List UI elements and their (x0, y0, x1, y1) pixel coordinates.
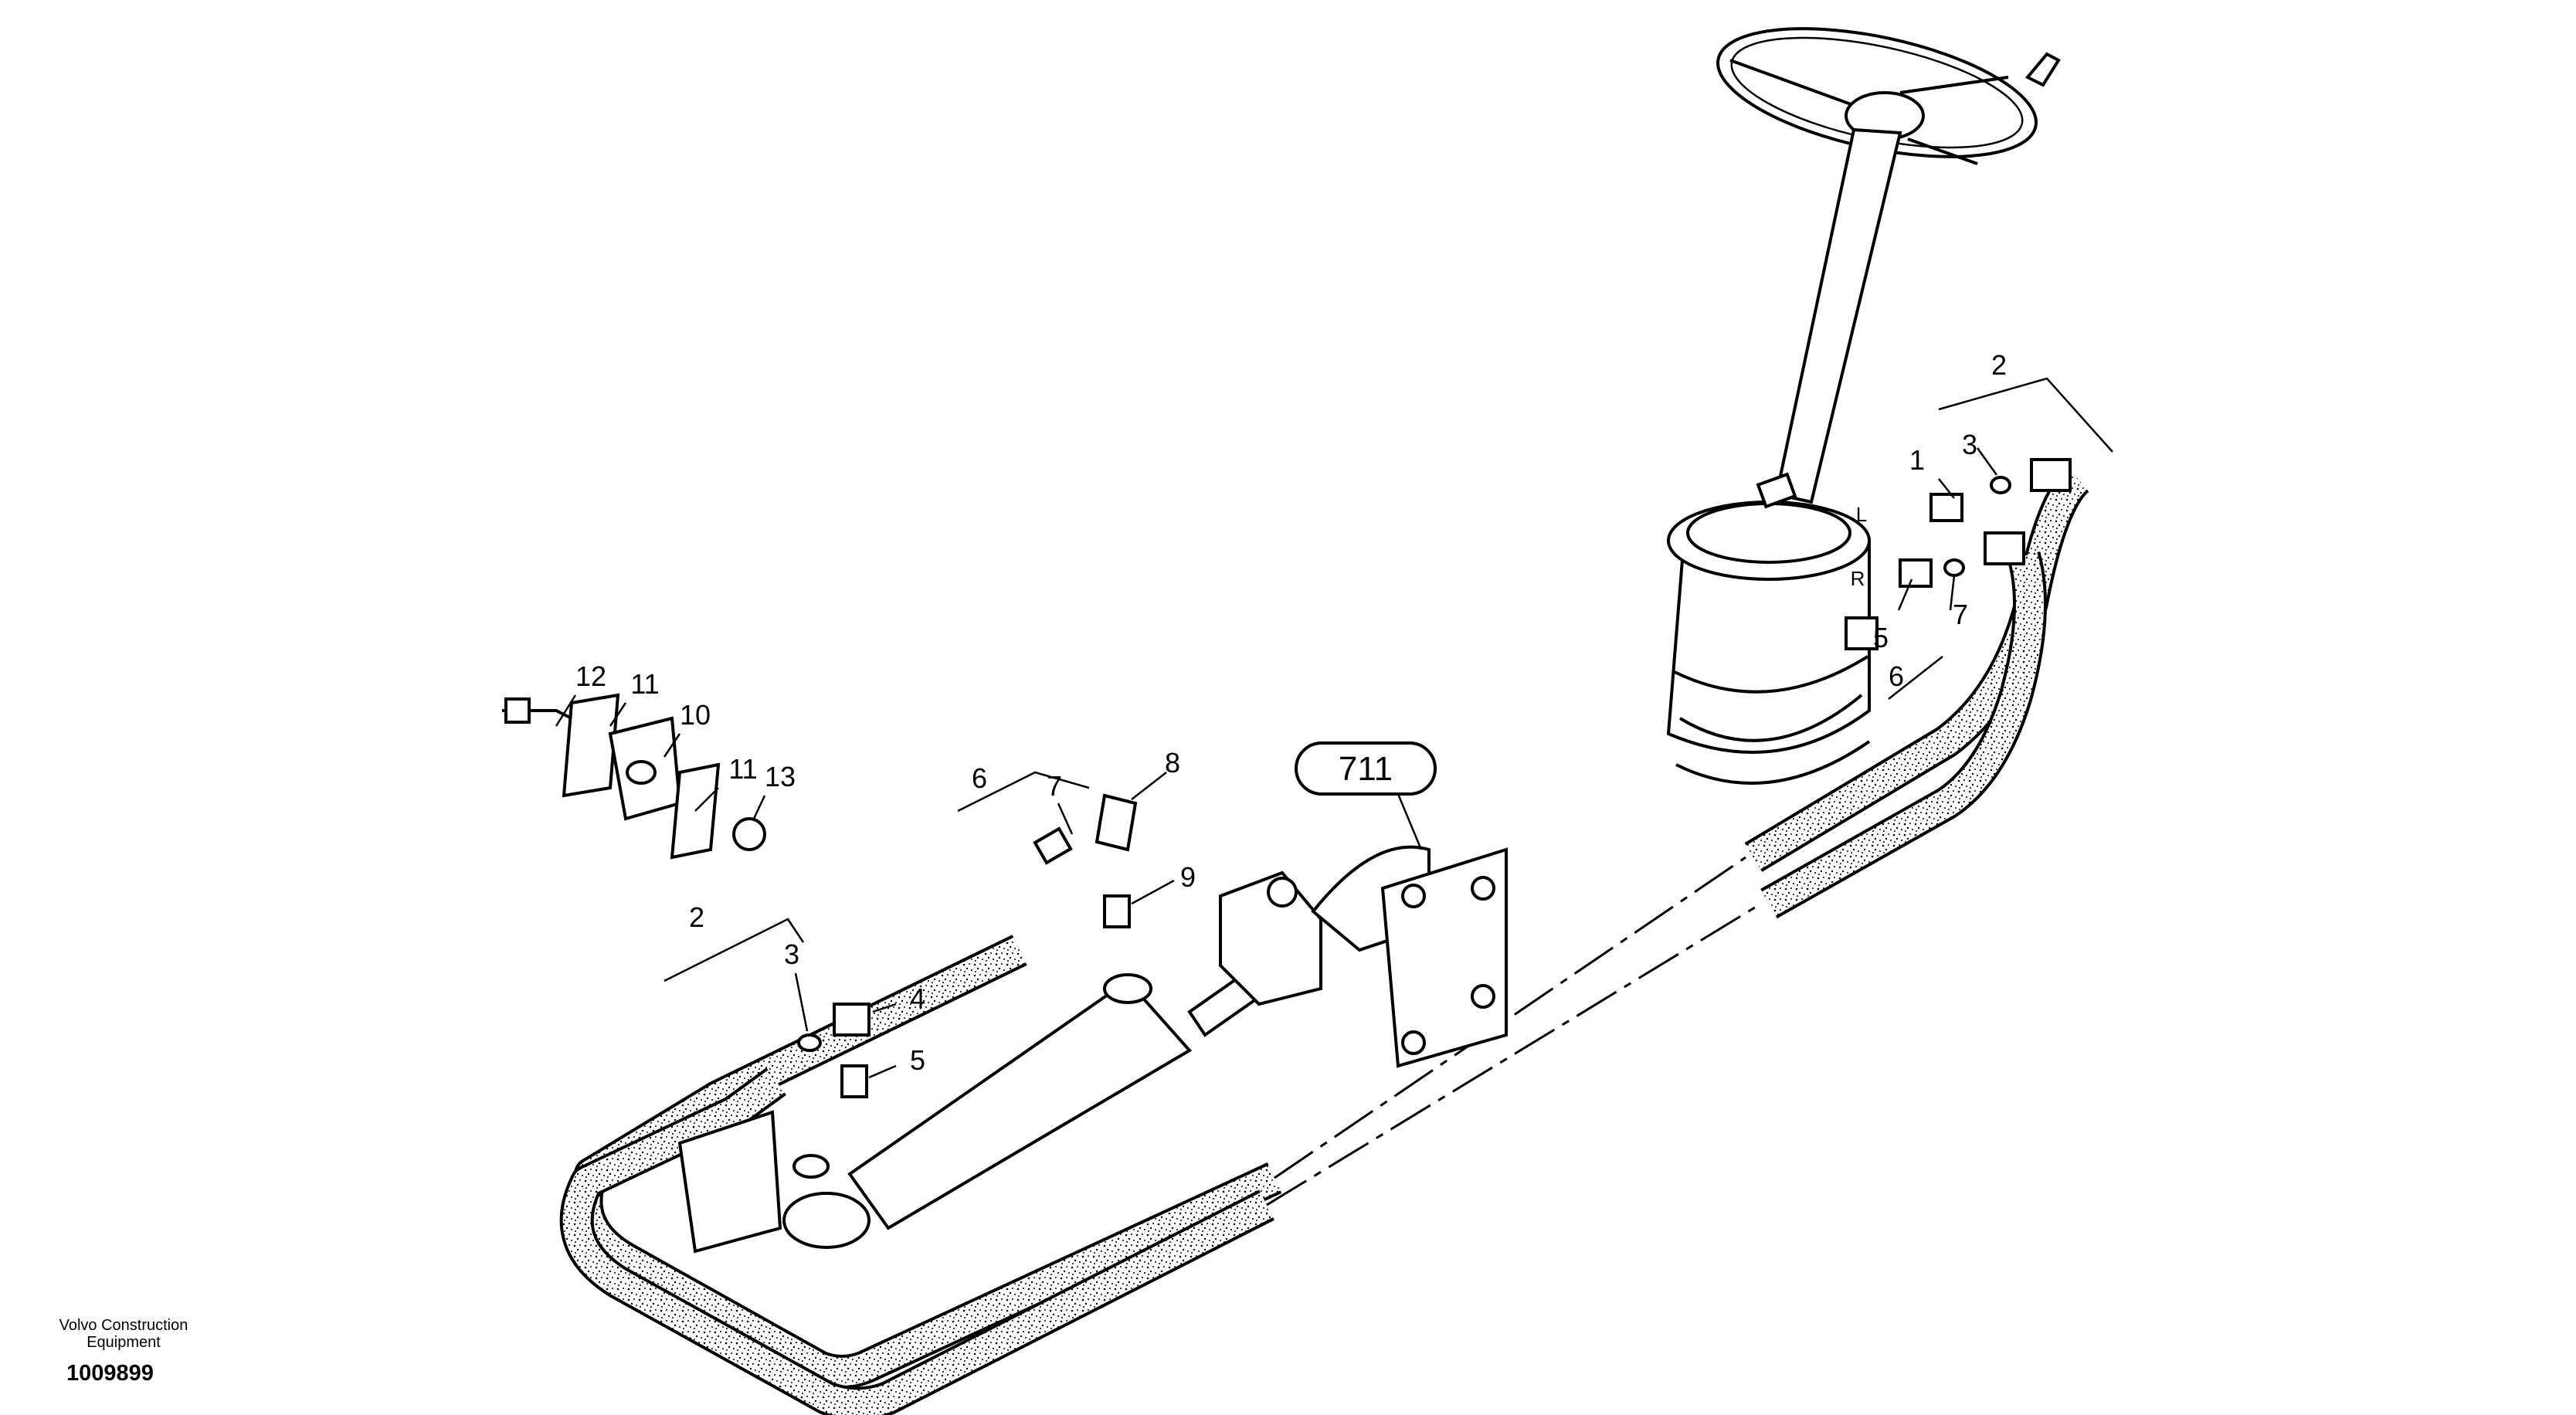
hose-break-line (1274, 856, 1746, 1179)
reference-box[interactable] (1295, 741, 1437, 796)
leader-lines (555, 377, 2113, 1079)
item-label: 5 (1873, 622, 1889, 653)
item-label: 12 (575, 660, 606, 692)
item-label: 7 (1047, 770, 1062, 802)
hose-right-lower (1760, 551, 2047, 919)
item-label: 3 (784, 938, 799, 970)
steering-cylinder-icon (677, 955, 1285, 1254)
leader-line (1397, 793, 1423, 850)
brand-line-2: Equipment (87, 1334, 161, 1351)
item-label: 6 (1889, 660, 1904, 692)
brand-credit: Volvo Construction Equipment (46, 1317, 201, 1351)
item-label: 11 (728, 753, 757, 785)
fitting-icon (797, 458, 2072, 1098)
steering-column-icon (1774, 127, 1902, 504)
hose-break-line (1266, 902, 1762, 1206)
item-label: 8 (1165, 747, 1180, 779)
item-label: 9 (1180, 861, 1196, 893)
hose-inner (559, 1067, 1274, 1415)
item-label: 1 (1909, 444, 1925, 476)
item-label: 7 (1953, 599, 1968, 630)
brand-line-1: Volvo Construction (59, 1317, 188, 1334)
item-label: 13 (765, 761, 796, 792)
item-label: 10 (680, 699, 711, 731)
item-label: 2 (689, 901, 704, 933)
hose-clamp-kit-icon (502, 693, 766, 860)
item-label: 6 (972, 762, 987, 794)
drawing-number: 1009899 (66, 1361, 154, 1386)
item-label: 2 (1991, 349, 2007, 381)
item-label: 4 (910, 982, 925, 1014)
item-label: 5 (910, 1044, 925, 1076)
mounting-bracket-icon (1219, 845, 1508, 1068)
steering-valve-icon (1666, 472, 1879, 785)
item-label: 11 (630, 668, 659, 700)
item-label: 3 (1962, 429, 1977, 460)
reference-box-label: 711 (1339, 750, 1393, 788)
port-mark-left: L (1856, 503, 1867, 526)
port-mark-right: R (1851, 567, 1865, 590)
